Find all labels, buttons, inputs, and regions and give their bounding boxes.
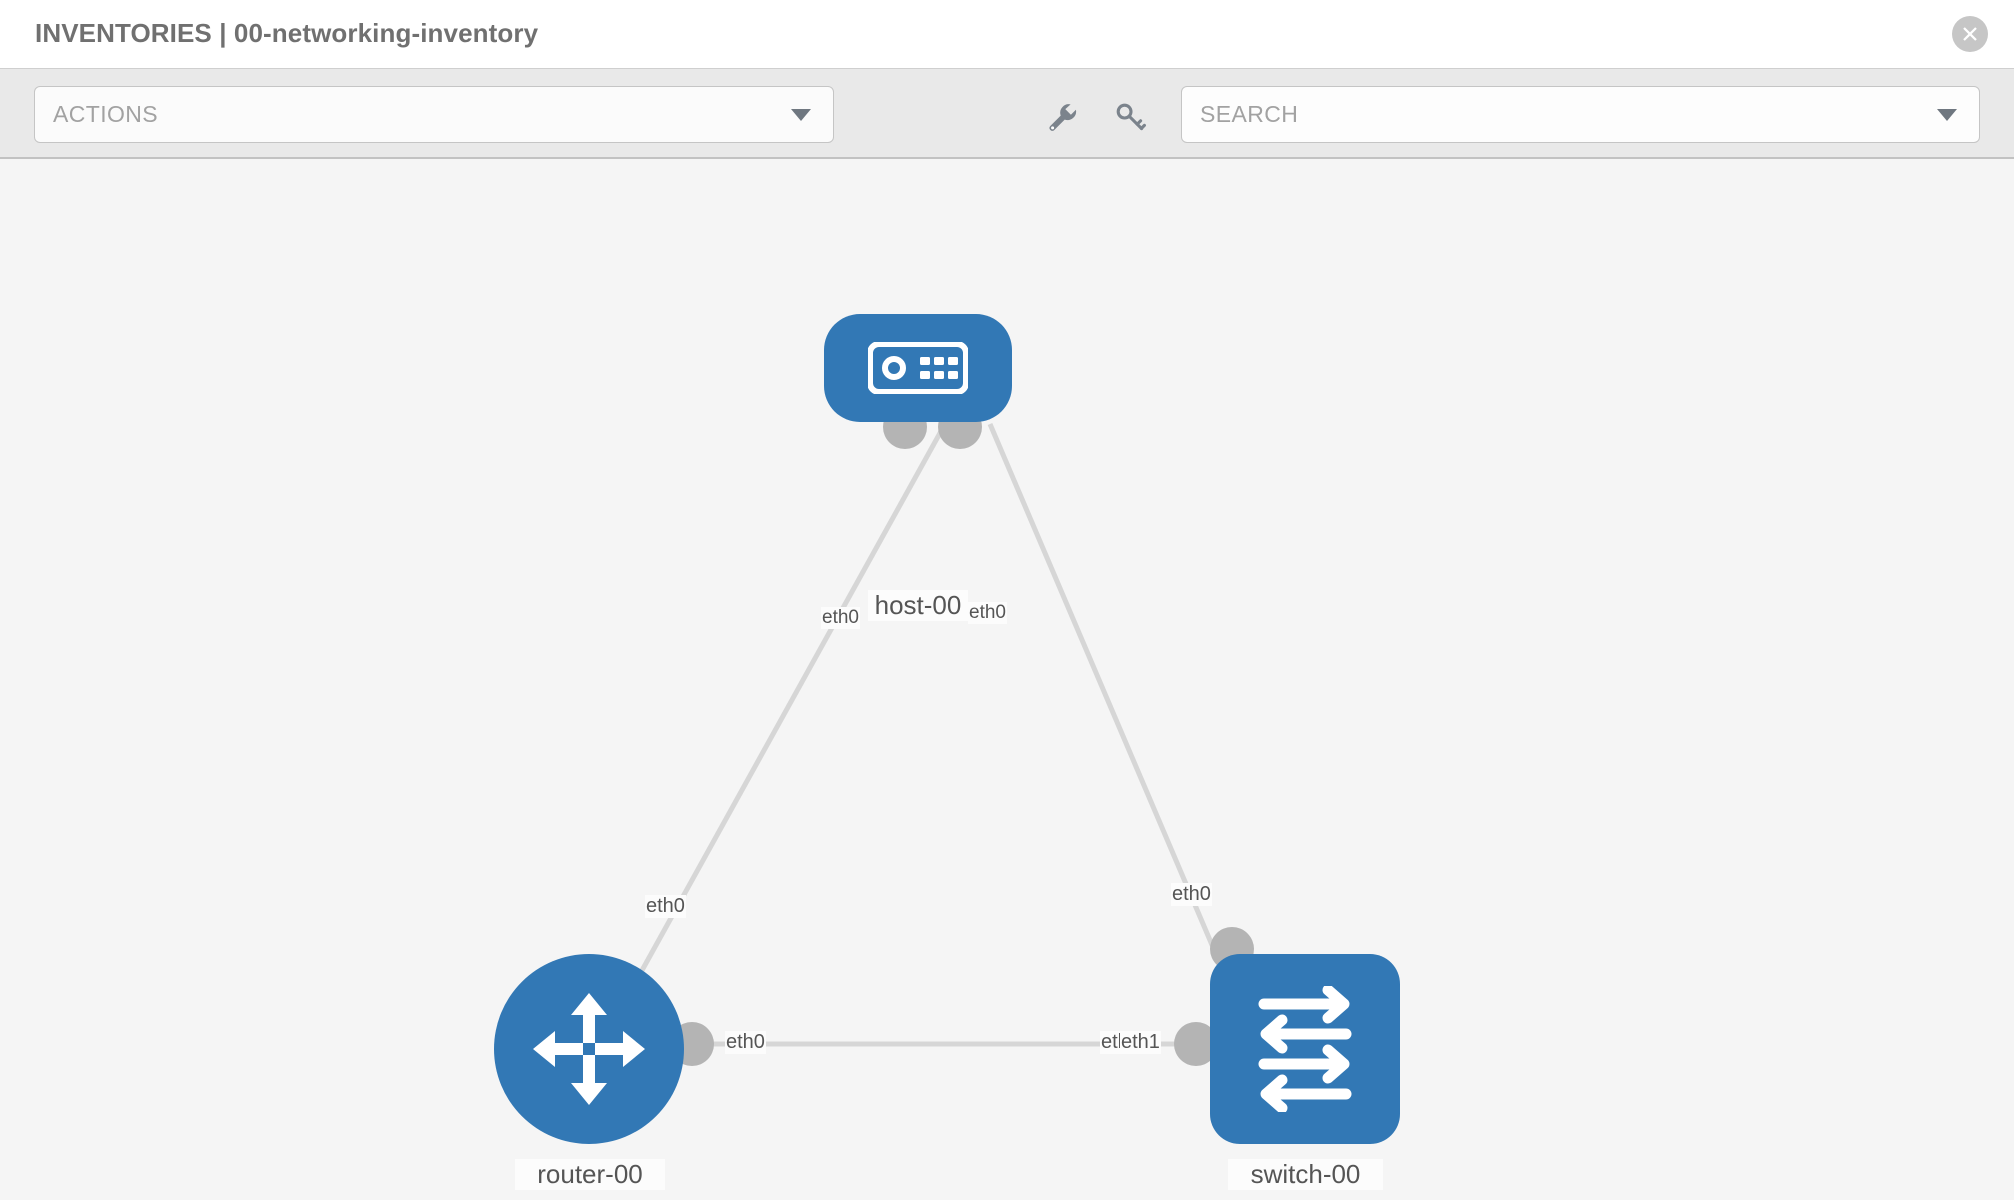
node-label-host-00: host-00 [868,590,968,621]
edge-host-switch [987,423,1221,960]
actions-dropdown-label: ACTIONS [53,101,159,127]
node-label-router-00: router-00 [515,1159,665,1190]
search-placeholder: SEARCH [1200,101,1299,127]
chevron-down-icon [791,108,811,121]
close-icon[interactable] [1952,16,1988,52]
edge-label-host-left-eth0: eth0 [821,607,860,629]
chevron-down-icon [1937,108,1957,121]
page-header: INVENTORIES | 00-networking-inventory [0,0,2014,69]
graph-edges [637,422,1221,1047]
edge-label-host-right-eth0: eth0 [968,602,1007,624]
edge-label-switch-upper-eth0: eth0 [1171,883,1212,906]
router-arrows-icon [533,993,645,1105]
router-node-shape[interactable] [494,954,684,1144]
switch-node-shape[interactable] [1210,954,1400,1144]
edge-host-router [637,422,948,976]
edge-label-router-right-eth0: eth0 [725,1031,766,1054]
topology-canvas[interactable]: host-00 router-00 [0,159,2014,1200]
host-node-shape[interactable] [824,314,1012,422]
edge-label-router-upper-eth0: eth0 [645,895,686,918]
wrench-icon[interactable] [1042,97,1082,137]
node-label-switch-00: switch-00 [1228,1159,1383,1190]
graph-endpoints [670,405,1254,1066]
endpoint-switch-left [1174,1022,1218,1066]
key-icon[interactable] [1110,97,1150,137]
switch-arrows-icon [1258,986,1352,1112]
page-title: INVENTORIES | 00-networking-inventory [35,18,539,48]
search-input[interactable]: SEARCH [1181,86,1980,143]
toolbar: ACTIONS SEARCH [0,69,2014,159]
actions-dropdown[interactable]: ACTIONS [34,86,834,143]
edge-label-switch-left-eth1: eth1 [1120,1031,1161,1054]
server-icon [868,342,968,394]
topology-graph [637,405,1254,1066]
